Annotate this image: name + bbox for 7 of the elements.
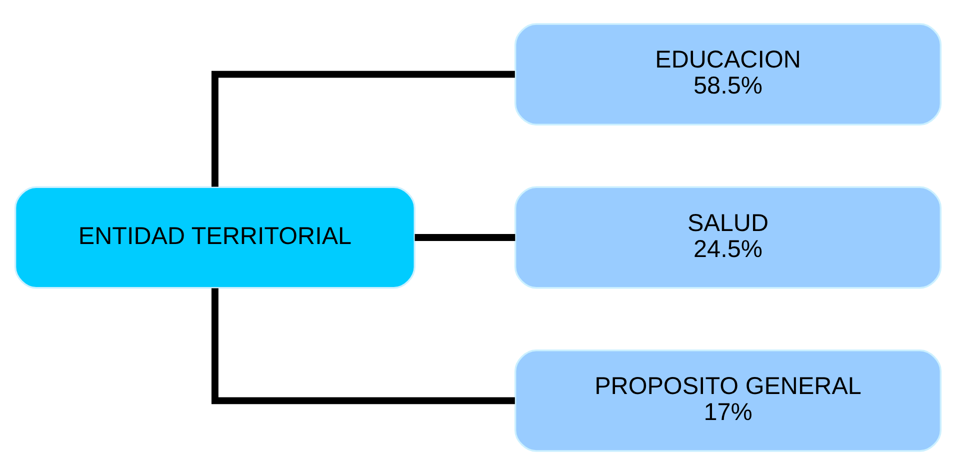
connector — [212, 70, 515, 187]
node-box: SALUD 24.5% — [514, 186, 942, 289]
node-box: EDUCACION 58.5% — [514, 23, 942, 126]
connector — [212, 288, 515, 404]
connector — [414, 234, 516, 241]
node-box: ENTIDAD TERRITORIAL — [14, 186, 416, 289]
node-box: PROPOSITO GENERAL 17% — [514, 349, 942, 452]
